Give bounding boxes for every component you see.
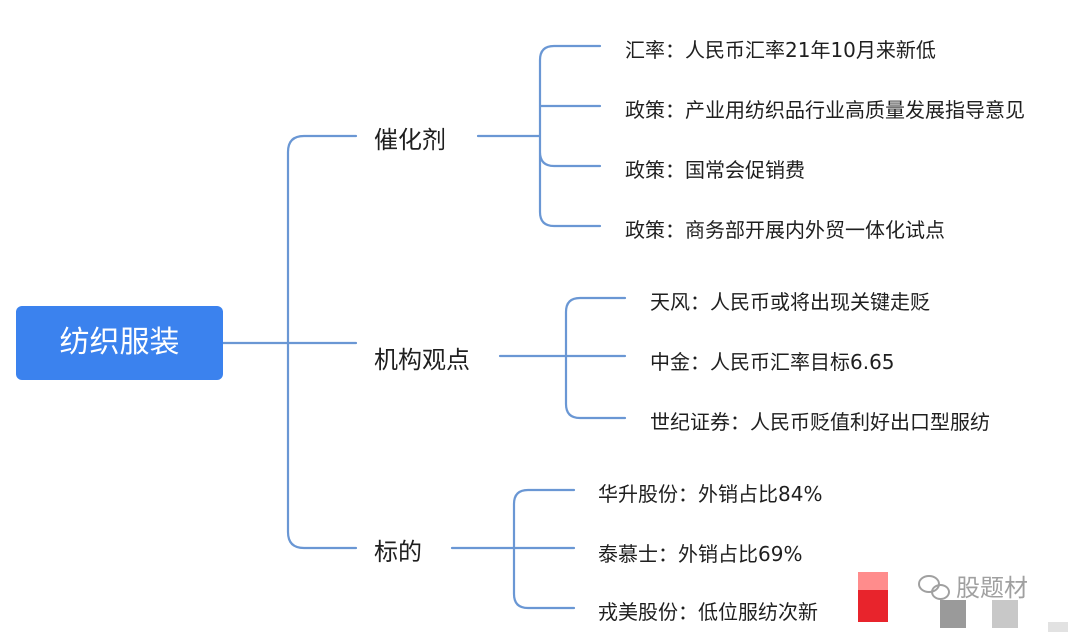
connector-branch-3 xyxy=(450,488,576,610)
branch-targets: 标的 xyxy=(374,538,422,566)
leaf-policy-consumption: 政策：国常会促销费 xyxy=(625,158,805,182)
connector-branch-1 xyxy=(476,44,602,228)
leaf-tianfeng: 天风：人民币或将出现关键走贬 xyxy=(650,290,930,314)
leaf-huasheng: 华升股份：外销占比84% xyxy=(598,482,823,506)
leaf-exchange-rate: 汇率：人民币汇率21年10月来新低 xyxy=(625,38,936,62)
leaf-rongmei: 戎美股份：低位服纺次新 xyxy=(598,600,818,624)
watermark-text: 股题材 xyxy=(956,574,1028,602)
blur-block xyxy=(992,600,1018,628)
leaf-century-securities: 世纪证券：人民币贬值利好出口型服纺 xyxy=(650,410,990,434)
watermark: 股题材 xyxy=(918,568,1028,603)
leaf-taimushi: 泰慕士：外销占比69% xyxy=(598,542,803,566)
branch-catalyst: 催化剂 xyxy=(374,126,446,154)
blur-block xyxy=(1048,622,1068,632)
leaf-cicc: 中金：人民币汇率目标6.65 xyxy=(650,350,895,374)
connector-trunk xyxy=(286,134,358,550)
leaf-policy-textile: 政策：产业用纺织品行业高质量发展指导意见 xyxy=(625,98,1025,122)
leaf-policy-trade: 政策：商务部开展内外贸一体化试点 xyxy=(625,218,945,242)
branch-institution-views: 机构观点 xyxy=(374,346,470,374)
wechat-icon xyxy=(918,571,950,601)
root-node: 纺织服装 xyxy=(16,306,223,380)
blur-block xyxy=(940,600,966,628)
connector-branch-2 xyxy=(498,296,627,420)
red-mark xyxy=(858,572,888,622)
